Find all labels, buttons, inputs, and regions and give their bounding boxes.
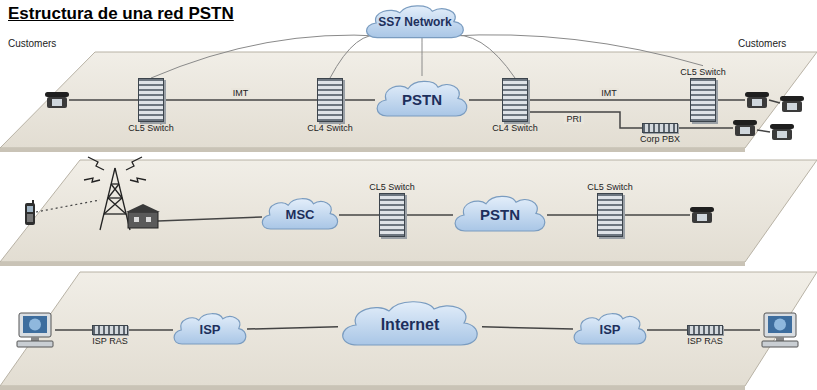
diagram-title: Estructura de una red PSTN — [8, 4, 234, 24]
network-cloud: MSC — [258, 194, 342, 236]
switch-icon — [379, 193, 405, 237]
customers-label: Customers — [8, 38, 56, 49]
network-cloud: Internet — [335, 295, 485, 355]
device-label: Corp PBX — [640, 133, 680, 145]
switch-icon — [690, 78, 716, 122]
switch-node: CL5 Switch — [369, 181, 415, 237]
switch-icon — [597, 193, 623, 237]
access-device: ISP RAS — [92, 325, 128, 347]
cloud-label: SS7 Network — [378, 16, 451, 29]
cloud-text: PSTN — [480, 207, 520, 224]
access-device: ISP RAS — [687, 325, 723, 347]
customers-label: Customers — [738, 38, 786, 49]
network-cloud: ISP — [170, 309, 250, 351]
trunk-link — [405, 214, 453, 216]
rack-device-icon — [687, 325, 723, 335]
cloud-text: ISP — [200, 323, 221, 337]
network-cloud: PSTN — [450, 191, 550, 239]
signaling-link — [330, 35, 383, 78]
trunk-link — [647, 329, 687, 331]
network-cloud: ISP — [570, 309, 650, 351]
switch-node: CL4 Switch — [307, 78, 353, 134]
signaling-link — [447, 35, 515, 78]
trunk-link — [482, 327, 573, 329]
cloud-text: SS7 Network — [378, 16, 451, 29]
trunk-link — [528, 99, 690, 101]
switch-node: CL5 Switch — [128, 78, 174, 134]
rack-device-icon — [92, 325, 128, 335]
cloud-text: MSC — [286, 208, 315, 222]
trunk-link — [164, 99, 317, 101]
device-label: ISP RAS — [687, 335, 722, 347]
network-cloud: SS7 Network — [361, 1, 469, 45]
trunk-link — [128, 329, 173, 331]
device-label: CL5 Switch — [128, 122, 174, 134]
switch-icon — [317, 78, 343, 122]
trunk-link — [528, 112, 642, 128]
switch-node: CL5 Switch — [680, 66, 726, 122]
access-device: Corp PBX — [640, 123, 680, 145]
device-label: CL4 Switch — [492, 122, 538, 134]
rack-device-icon — [642, 123, 678, 133]
link-label: IMT — [231, 88, 251, 98]
device-label: ISP RAS — [92, 335, 127, 347]
trunk-link — [469, 99, 502, 101]
cloud-label: MSC — [286, 208, 315, 222]
switch-icon — [138, 78, 164, 122]
cloud-text: ISP — [600, 323, 621, 337]
trunk-link — [339, 214, 379, 216]
cloud-label: PSTN — [402, 92, 442, 109]
trunk-link — [247, 327, 338, 329]
cloud-text: Internet — [381, 316, 440, 334]
link-label: IMT — [599, 88, 619, 98]
switch-node: CL5 Switch — [587, 181, 633, 237]
network-cloud: PSTN — [372, 76, 472, 124]
trunk-link — [343, 99, 375, 101]
cloud-text: PSTN — [402, 92, 442, 109]
signaling-link — [151, 35, 383, 78]
cloud-label: PSTN — [480, 207, 520, 224]
wires — [36, 100, 780, 330]
device-label: CL5 Switch — [680, 66, 726, 78]
device-label: CL5 Switch — [587, 181, 633, 193]
signaling-link — [447, 35, 703, 66]
signaling-link — [422, 35, 423, 76]
trunk-link — [547, 214, 597, 216]
cloud-label: Internet — [381, 316, 440, 334]
switch-node: CL4 Switch — [492, 78, 538, 134]
switch-icon — [502, 78, 528, 122]
device-label: CL4 Switch — [307, 122, 353, 134]
cloud-label: ISP — [600, 323, 621, 337]
link-label: PRI — [564, 114, 583, 124]
device-label: CL5 Switch — [369, 181, 415, 193]
cloud-label: ISP — [200, 323, 221, 337]
radio-tower — [84, 157, 146, 230]
